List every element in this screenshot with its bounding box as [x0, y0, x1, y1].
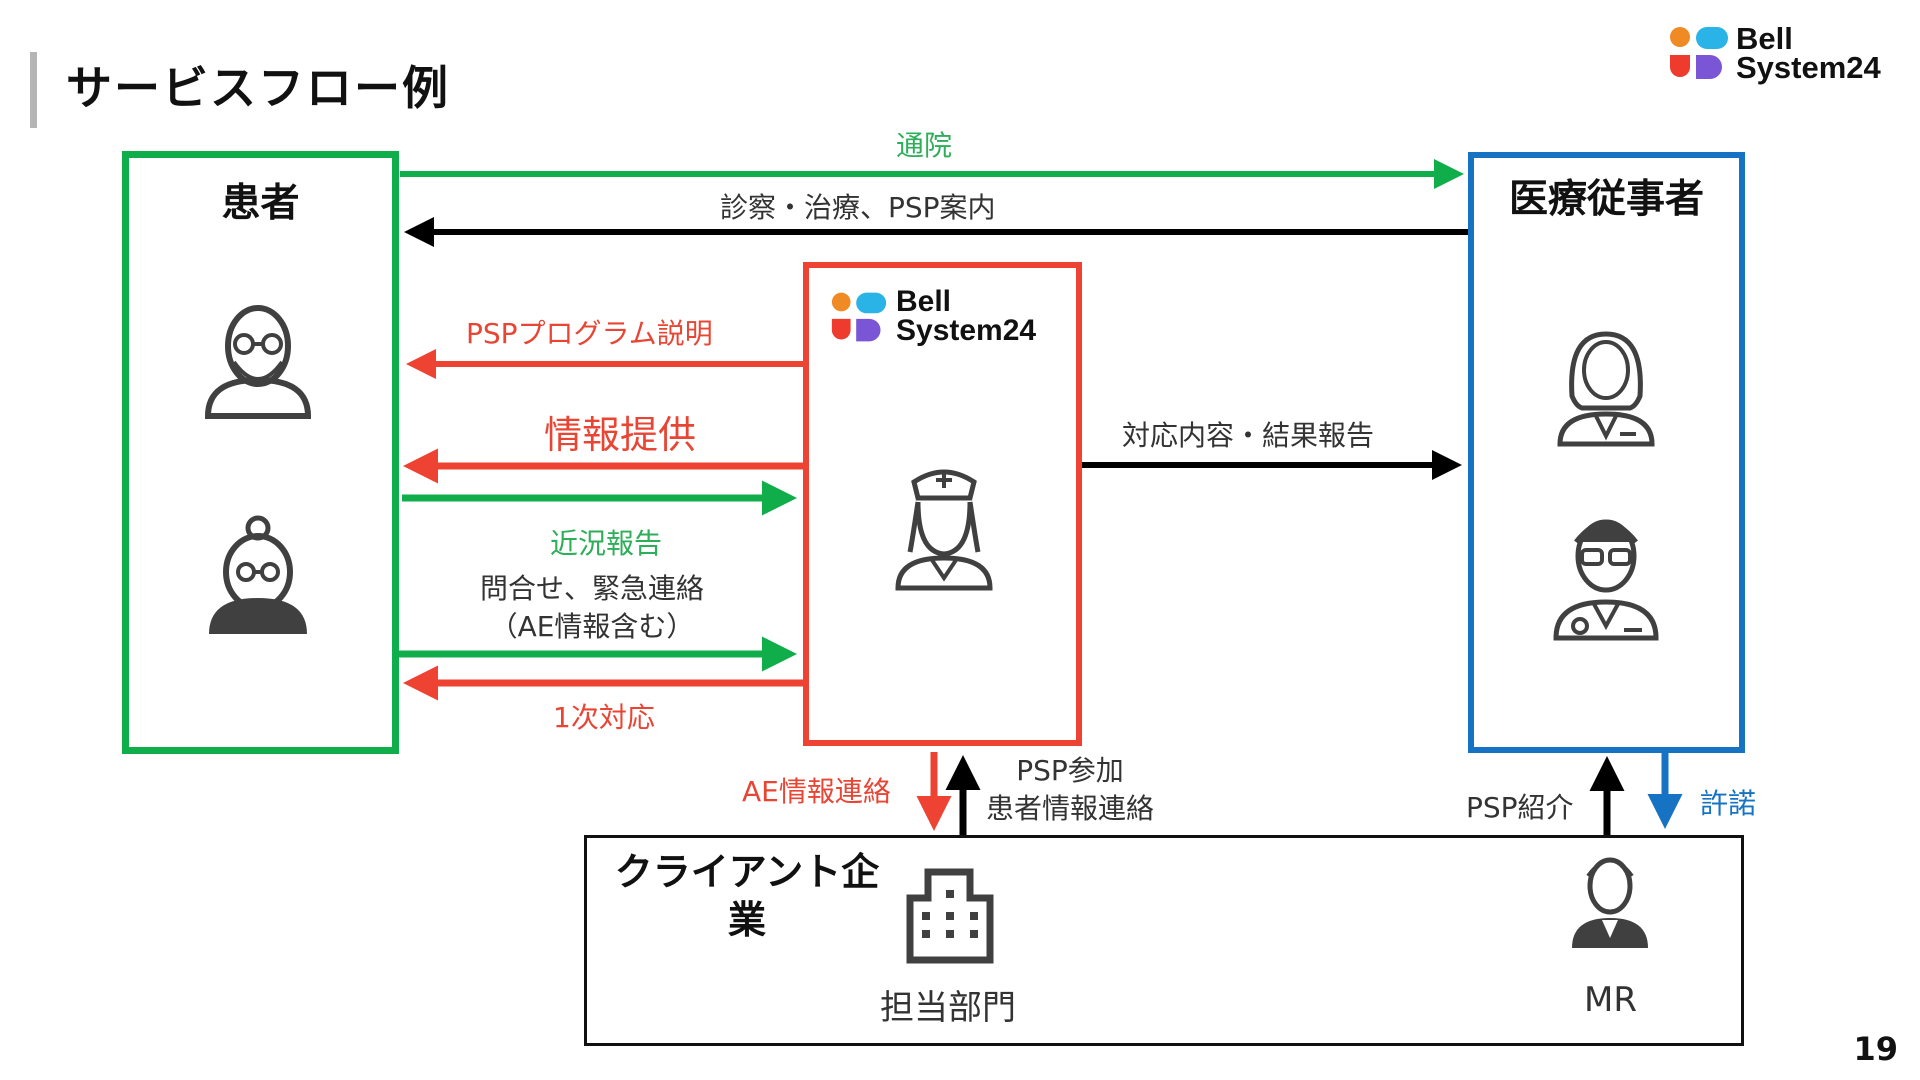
top-logo: Bell System24 [1668, 21, 1881, 86]
bell-box-logo: Bell System24 [830, 285, 1037, 347]
label-kinkyo: 近況報告 [550, 527, 663, 560]
bell-logo-mark-icon [1668, 25, 1730, 81]
office-building-icon [906, 868, 994, 964]
client-company-box [584, 835, 1744, 1046]
label-ae-report: AE情報連絡 [742, 775, 891, 808]
bell-box-logo-bell: Bell [896, 285, 952, 318]
female-doctor-icon [1556, 326, 1656, 448]
label-shinsatsu: 診察・治療、PSP案内 [720, 191, 996, 224]
client-title: クライアント企 業 [604, 848, 890, 944]
label-ichiji: 1次対応 [553, 701, 655, 734]
page-title: サービスフロー例 [66, 61, 450, 115]
bell-system-box [803, 262, 1082, 746]
label-toiawase: 問合せ、緊急連絡 （AE情報含む） [480, 570, 704, 646]
page-number: 19 [1853, 1030, 1898, 1068]
label-kyodaku: 許諾 [1700, 787, 1757, 820]
label-taiou-report: 対応内容・結果報告 [1122, 419, 1375, 452]
mr-label: MR [1584, 980, 1637, 1020]
bell-logo-mark-icon [830, 290, 888, 344]
title-accent-bar [30, 52, 37, 128]
male-doctor-icon [1552, 508, 1660, 642]
elderly-man-icon [200, 296, 316, 420]
label-toiawase-line1: 問合せ、緊急連絡 [480, 572, 705, 605]
label-psp-join: PSP参加 患者情報連絡 [986, 752, 1154, 828]
logo-text-bell: Bell [1736, 21, 1793, 56]
label-psp-intro: PSP紹介 [1466, 791, 1574, 824]
bell-box-logo-system: System24 [896, 313, 1037, 347]
elderly-woman-icon [203, 514, 313, 638]
label-psp-join-line2: 患者情報連絡 [986, 792, 1155, 825]
label-info-provide: 情報提供 [544, 413, 697, 457]
department-label: 担当部門 [880, 988, 1016, 1028]
businessman-icon [1570, 852, 1650, 950]
client-title-line1: クライアント企 [614, 850, 880, 894]
nurse-icon [894, 462, 994, 592]
patient-box: 患者 [122, 151, 399, 754]
client-title-line2: 業 [727, 898, 766, 942]
medical-staff-box: 医療従事者 [1468, 152, 1745, 753]
logo-text-system: System24 [1736, 50, 1881, 86]
label-psp-program: PSPプログラム説明 [466, 317, 713, 350]
label-toiawase-line2: （AE情報含む） [489, 610, 695, 643]
patient-title: 患者 [221, 181, 300, 226]
medical-title: 医療従事者 [1508, 177, 1704, 222]
label-tsuin: 通院 [896, 129, 953, 162]
label-psp-join-line1: PSP参加 [1016, 754, 1124, 787]
